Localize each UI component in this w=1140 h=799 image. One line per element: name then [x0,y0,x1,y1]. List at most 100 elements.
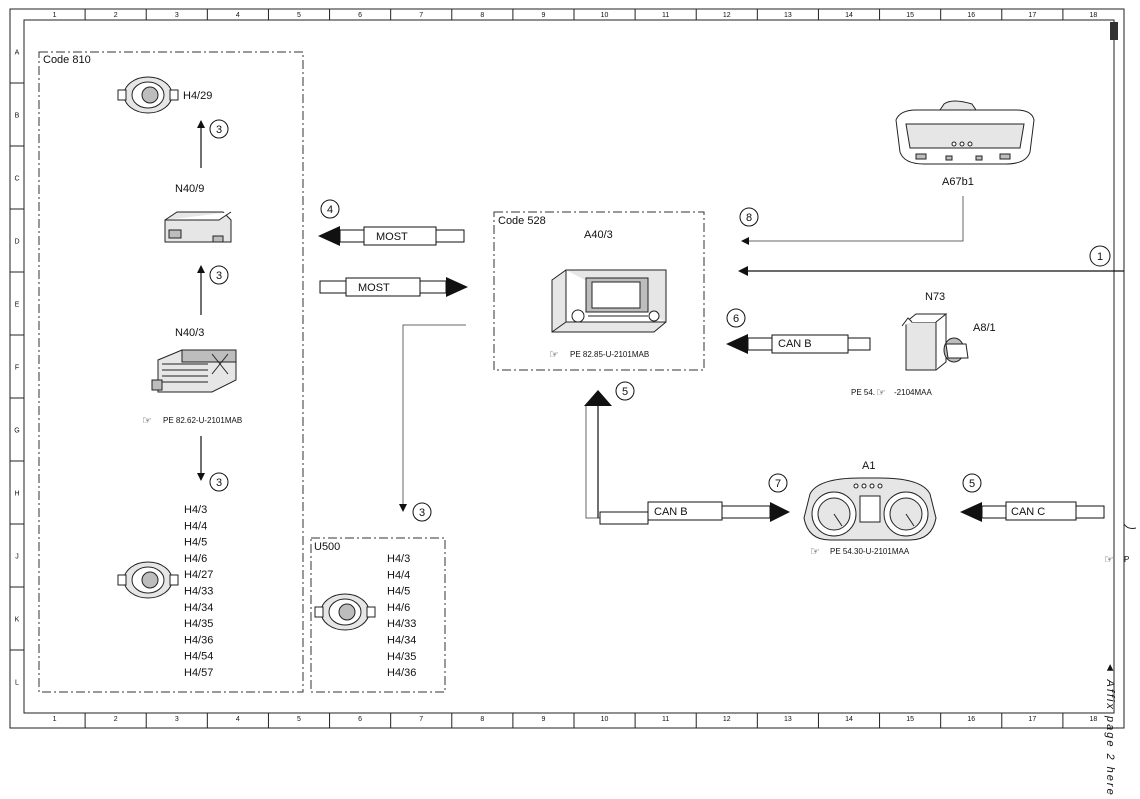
column-number: 16 [967,12,975,19]
n73-group: N73 A8/1 PE 54. ☞ -2104MAA 6 CAN B [726,291,996,399]
ignition-switch [901,313,969,371]
column-number: 18 [1090,716,1098,723]
code528-title: Code 528 [498,215,546,227]
code528-group: Code 528 A40/3 ☞ PE 82.85-U-2101MAB 5 [493,211,705,401]
column-number: 11 [662,12,669,19]
speaker-label: H4/57 [184,667,213,679]
speaker-label: H4/5 [184,537,207,549]
a67b1-label: A67b1 [942,176,974,188]
svg-text:3: 3 [216,477,222,489]
row-letter: B [15,113,20,120]
ref-circle [726,308,746,328]
speaker-label: H4/35 [184,618,213,630]
affix-page-note: ◄ Affix page 2 here ◄ [1104,662,1116,799]
ref-circle [1089,245,1111,267]
speaker-group-u500 [314,593,376,631]
column-number: 2 [114,12,118,19]
column-number: 18 [1090,12,1098,19]
column-number: 9 [541,716,545,723]
column-number: 5 [297,716,301,723]
svg-text:5: 5 [622,386,628,398]
speaker-label: H4/3 [387,553,410,565]
u500-title: U500 [314,541,340,553]
column-number: 12 [723,12,731,19]
row-letter: F [15,365,19,372]
speaker-label: H4/34 [387,635,416,647]
edge-stubs: ☞ P [1104,523,1137,566]
speaker-label: H4/4 [184,520,207,532]
speaker-label: H4/6 [387,602,410,614]
column-number: 14 [845,716,853,723]
most-lower-label: MOST [358,282,390,294]
ref-hand-icon: ☞ [1104,554,1114,566]
svg-text:3: 3 [216,124,222,136]
n40-3-label: N40/3 [175,327,204,339]
a40-3-head-unit [551,269,667,333]
can-b-cluster-line: CAN B 7 [584,390,790,525]
speaker-label: H4/36 [184,634,213,646]
row-letter: D [14,239,19,246]
n73-can-label: CAN B [778,338,812,350]
cluster-can-b-label: CAN B [654,506,688,518]
column-number: 10 [601,12,609,19]
ref-circle [768,473,788,493]
n73-label: N73 [925,291,945,303]
instrument-cluster-a1: A1 ☞ PE 54.30-U-2101MAA 5 CAN C [803,460,1105,558]
n40-3-ref: PE 82.62-U-2101MAB [163,416,242,425]
cluster-can-c-label: CAN C [1011,506,1045,518]
column-number: 13 [784,12,792,19]
speaker-group-810 [117,561,179,599]
a8-1-label: A8/1 [973,322,996,334]
speaker-label: H4/35 [387,651,416,663]
a1-ref: PE 54.30-U-2101MAA [830,547,910,556]
ref-circle [739,207,759,227]
speaker-label: H4/3 [184,504,207,516]
most-connections: 4 MOST MOST [318,199,468,297]
ref-circle [615,381,635,401]
n40-9-label: N40/9 [175,183,204,195]
input-line-1: 1 [738,245,1124,276]
column-number: 8 [480,12,484,19]
svg-text:3: 3 [216,270,222,282]
ref-circle [962,473,982,493]
n73-ref-tail: -2104MAA [894,388,932,397]
column-number: 8 [480,716,484,723]
row-letter: L [15,680,19,687]
speaker-label: H4/6 [184,553,207,565]
speaker-label: H4/34 [184,602,213,614]
column-number: 4 [236,716,240,723]
row-letter: C [14,176,19,183]
speaker-label: H4/36 [387,667,416,679]
column-number: 7 [419,716,423,723]
ref-circle [209,472,229,492]
column-number: 4 [236,12,240,19]
ref-hand-icon: ☞ [142,415,152,427]
row-letter: K [15,617,20,624]
ref-circle [209,119,229,139]
speaker-label: H4/5 [387,586,410,598]
a40-3-ref: PE 82.85-U-2101MAB [570,350,649,359]
corner-tab [1110,22,1118,40]
column-number: 3 [175,716,179,723]
column-number: 6 [358,716,362,723]
column-number: 17 [1028,12,1036,19]
speaker-h4-29-label: H4/29 [183,90,212,102]
column-number: 1 [53,716,57,723]
ref-circle [209,265,229,285]
row-letter: E [15,302,20,309]
edge-ref-stub: P [1124,555,1129,564]
n40-3-amplifier [151,349,237,393]
speaker-h4-29 [117,76,179,114]
n40-9-module [164,211,232,243]
ref-hand-icon: ☞ [810,546,820,558]
column-number: 6 [358,12,362,19]
a40-3-label: A40/3 [584,229,613,241]
speaker-label: H4/54 [184,651,213,663]
column-number: 5 [297,12,301,19]
